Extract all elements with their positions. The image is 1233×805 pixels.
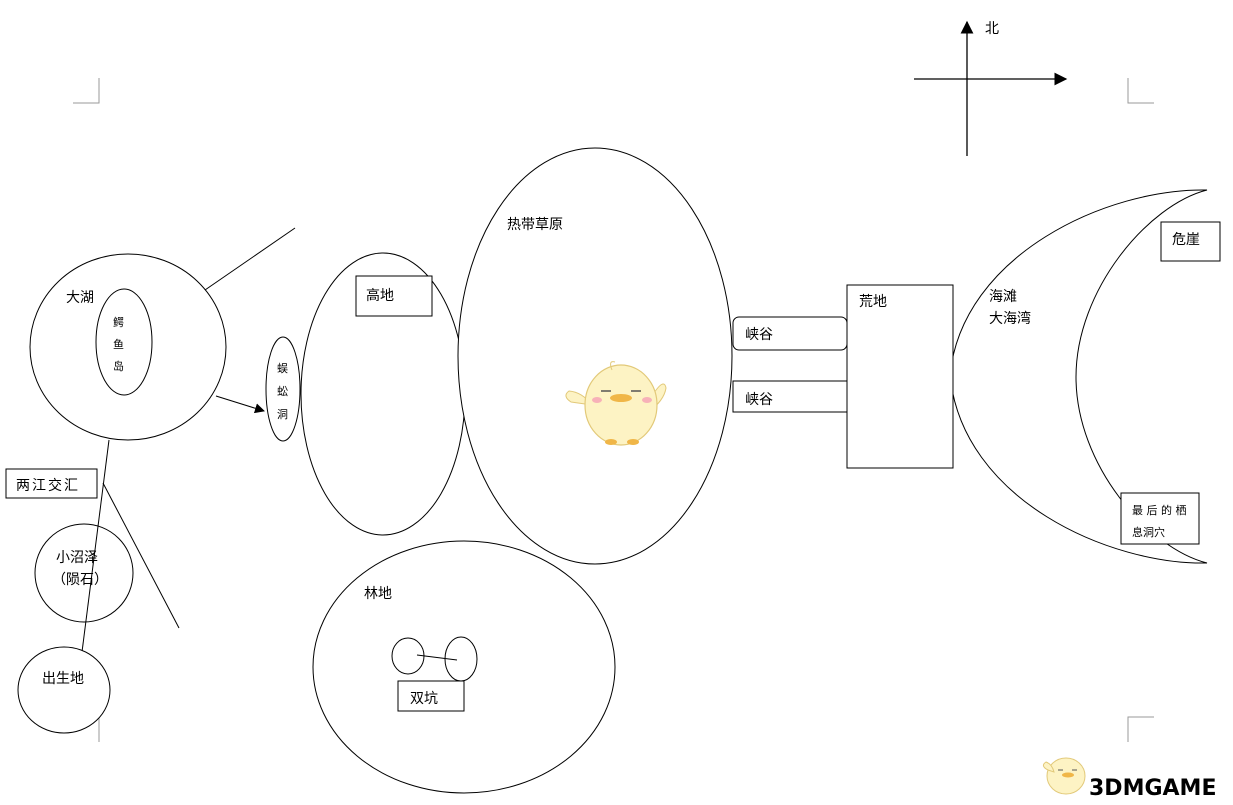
small-swamp-note: （陨石） bbox=[52, 572, 108, 588]
crocodile-island-label-1: 鳄 bbox=[113, 315, 124, 329]
twin-pits-box bbox=[397, 680, 465, 712]
bay-label: 大海湾 bbox=[989, 310, 1031, 327]
crocodile-island-label-2: 鱼 bbox=[113, 337, 124, 351]
connector-lines bbox=[81, 227, 296, 653]
big-lake-region bbox=[29, 253, 227, 441]
last-cave-box bbox=[1120, 492, 1200, 545]
cliff-label: 危崖 bbox=[1172, 232, 1200, 248]
lake-to-cave-arrow bbox=[215, 395, 265, 414]
twin-pits-label: 双坑 bbox=[410, 691, 438, 707]
watermark-logo: 3DMGAME bbox=[1042, 757, 1216, 801]
centipede-cave-region bbox=[265, 336, 301, 442]
centipede-cave-label-1: 蜈 bbox=[277, 362, 288, 375]
canyon-upper-label: 峡谷 bbox=[745, 327, 773, 343]
centipede-cave-label-2: 蚣 bbox=[277, 385, 288, 398]
small-swamp-region bbox=[34, 523, 134, 623]
centipede-cave-label-3: 洞 bbox=[277, 408, 288, 421]
highland-label: 高地 bbox=[366, 287, 394, 304]
tropical-grassland-region bbox=[457, 147, 733, 565]
big-lake-label: 大湖 bbox=[66, 290, 94, 306]
crocodile-island-label-3: 岛 bbox=[113, 359, 124, 373]
tropical-grassland-label: 热带草原 bbox=[507, 217, 563, 233]
cliff-box bbox=[1160, 221, 1221, 262]
small-swamp-label: 小沼泽 bbox=[56, 550, 98, 566]
woodland-label: 林地 bbox=[364, 586, 392, 602]
wasteland-label: 荒地 bbox=[859, 294, 887, 310]
watermark-chick-icon bbox=[1042, 757, 1086, 795]
mascot-chick-icon bbox=[565, 361, 667, 446]
river-junction-box bbox=[5, 468, 98, 499]
birthplace-region bbox=[17, 646, 111, 734]
twin-pit-left bbox=[391, 637, 425, 675]
river-junction-label: 两江交汇 bbox=[16, 477, 80, 494]
beach-label: 海滩 bbox=[989, 289, 1017, 305]
last-cave-label-line2: 息洞穴 bbox=[1132, 525, 1165, 539]
last-cave-label-line1: 最 后 的 栖 bbox=[1132, 503, 1187, 517]
highland-label-box bbox=[355, 275, 433, 317]
compass bbox=[914, 20, 1068, 156]
beach-bay-crescent bbox=[949, 189, 1208, 564]
canyon-lower-label: 峡谷 bbox=[745, 392, 773, 408]
birthplace-label: 出生地 bbox=[42, 671, 84, 687]
north-label: 北 bbox=[985, 21, 999, 37]
watermark-text: 3DMGAME bbox=[1089, 776, 1216, 801]
wasteland-box bbox=[846, 284, 954, 469]
twin-pits-connector bbox=[416, 654, 458, 661]
crocodile-island-region bbox=[95, 288, 153, 396]
